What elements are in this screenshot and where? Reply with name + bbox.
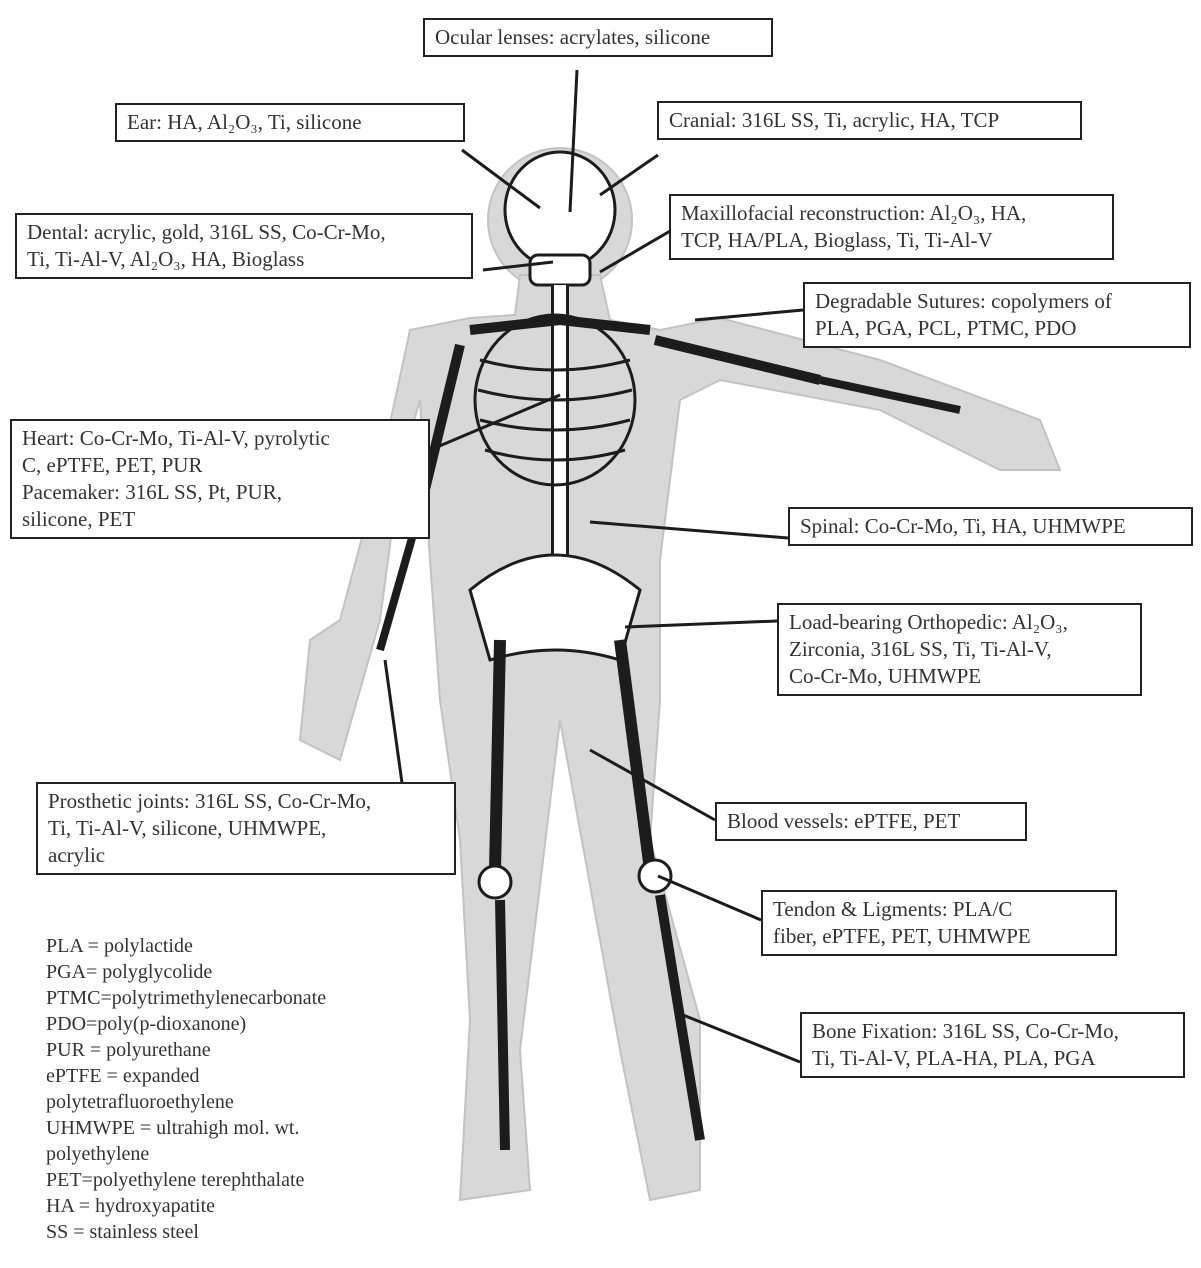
- maxillofacial-label: Maxillofacial reconstruction: Al₂O₃, HA,…: [669, 194, 1114, 260]
- heart-line-3: Pacemaker: 316L SS, Pt, PUR,: [22, 479, 418, 506]
- prosthetic-joints-label: Prosthetic joints: 316L SS, Co-Cr-Mo, Ti…: [36, 782, 456, 875]
- bone-fixation-line-2: Ti, Ti-Al-V, PLA-HA, PLA, PGA: [812, 1045, 1173, 1072]
- legend-line: PTMC=polytrimethylenecarbonate: [46, 985, 326, 1011]
- orthopedic-line-2: Zirconia, 316L SS, Ti, Ti-Al-V,: [789, 636, 1130, 663]
- heart-line-1: Heart: Co-Cr-Mo, Ti-Al-V, pyrolytic: [22, 425, 418, 452]
- legend-line: SS = stainless steel: [46, 1219, 326, 1245]
- heart-line-2: C, ePTFE, PET, PUR: [22, 452, 418, 479]
- bone-fixation-line-1: Bone Fixation: 316L SS, Co-Cr-Mo,: [812, 1018, 1173, 1045]
- ocular-lenses-label: Ocular lenses: acrylates, silicone: [423, 18, 773, 57]
- legend-line: PET=polyethylene terephthalate: [46, 1167, 326, 1193]
- legend-line: polytetrafluoroethylene: [46, 1089, 326, 1115]
- dental-label: Dental: acrylic, gold, 316L SS, Co-Cr-Mo…: [15, 213, 473, 279]
- cranial-line: Cranial: 316L SS, Ti, acrylic, HA, TCP: [669, 107, 1070, 134]
- dental-line-2: Ti, Ti-Al-V, Al₂O₃, HA, Bioglass: [27, 246, 461, 273]
- legend-line: UHMWPE = ultrahigh mol. wt.: [46, 1115, 326, 1141]
- blood-vessels-label: Blood vessels: ePTFE, PET: [715, 802, 1027, 841]
- legend-line: ePTFE = expanded: [46, 1063, 326, 1089]
- prosthetic-line-2: Ti, Ti-Al-V, silicone, UHMWPE,: [48, 815, 444, 842]
- legend-line: PDO=poly(p-dioxanone): [46, 1011, 326, 1037]
- prosthetic-line-3: acrylic: [48, 842, 444, 869]
- heart-label: Heart: Co-Cr-Mo, Ti-Al-V, pyrolytic C, e…: [10, 419, 430, 539]
- ear-label: Ear: HA, Al₂O₃, Ti, silicone: [115, 103, 465, 142]
- orthopedic-line-3: Co-Cr-Mo, UHMWPE: [789, 663, 1130, 690]
- dental-line-1: Dental: acrylic, gold, 316L SS, Co-Cr-Mo…: [27, 219, 461, 246]
- prosthetic-line-1: Prosthetic joints: 316L SS, Co-Cr-Mo,: [48, 788, 444, 815]
- heart-line-4: silicone, PET: [22, 506, 418, 533]
- sutures-label: Degradable Sutures: copolymers of PLA, P…: [803, 282, 1191, 348]
- legend-line: PLA = polylactide: [46, 933, 326, 959]
- orthopedic-line-1: Load-bearing Orthopedic: Al₂O₃,: [789, 609, 1130, 636]
- ocular-line: Ocular lenses: acrylates, silicone: [435, 24, 761, 51]
- sutures-line-1: Degradable Sutures: copolymers of: [815, 288, 1179, 315]
- maxillofacial-line-1: Maxillofacial reconstruction: Al₂O₃, HA,: [681, 200, 1102, 227]
- legend-line: polyethylene: [46, 1141, 326, 1167]
- spinal-line: Spinal: Co-Cr-Mo, Ti, HA, UHMWPE: [800, 513, 1181, 540]
- abbreviation-legend: PLA = polylactide PGA= polyglycolide PTM…: [46, 933, 326, 1245]
- spinal-label: Spinal: Co-Cr-Mo, Ti, HA, UHMWPE: [788, 507, 1193, 546]
- blood-vessels-line: Blood vessels: ePTFE, PET: [727, 808, 1015, 835]
- maxillofacial-line-2: TCP, HA/PLA, Bioglass, Ti, Ti-Al-V: [681, 227, 1102, 254]
- sutures-line-2: PLA, PGA, PCL, PTMC, PDO: [815, 315, 1179, 342]
- legend-line: HA = hydroxyapatite: [46, 1193, 326, 1219]
- legend-line: PGA= polyglycolide: [46, 959, 326, 985]
- tendon-line-1: Tendon & Ligments: PLA/C: [773, 896, 1105, 923]
- tendon-ligaments-label: Tendon & Ligments: PLA/C fiber, ePTFE, P…: [761, 890, 1117, 956]
- bone-fixation-label: Bone Fixation: 316L SS, Co-Cr-Mo, Ti, Ti…: [800, 1012, 1185, 1078]
- tendon-line-2: fiber, ePTFE, PET, UHMWPE: [773, 923, 1105, 950]
- legend-line: PUR = polyurethane: [46, 1037, 326, 1063]
- cranial-label: Cranial: 316L SS, Ti, acrylic, HA, TCP: [657, 101, 1082, 140]
- ear-line: Ear: HA, Al₂O₃, Ti, silicone: [127, 109, 453, 136]
- orthopedic-label: Load-bearing Orthopedic: Al₂O₃, Zirconia…: [777, 603, 1142, 696]
